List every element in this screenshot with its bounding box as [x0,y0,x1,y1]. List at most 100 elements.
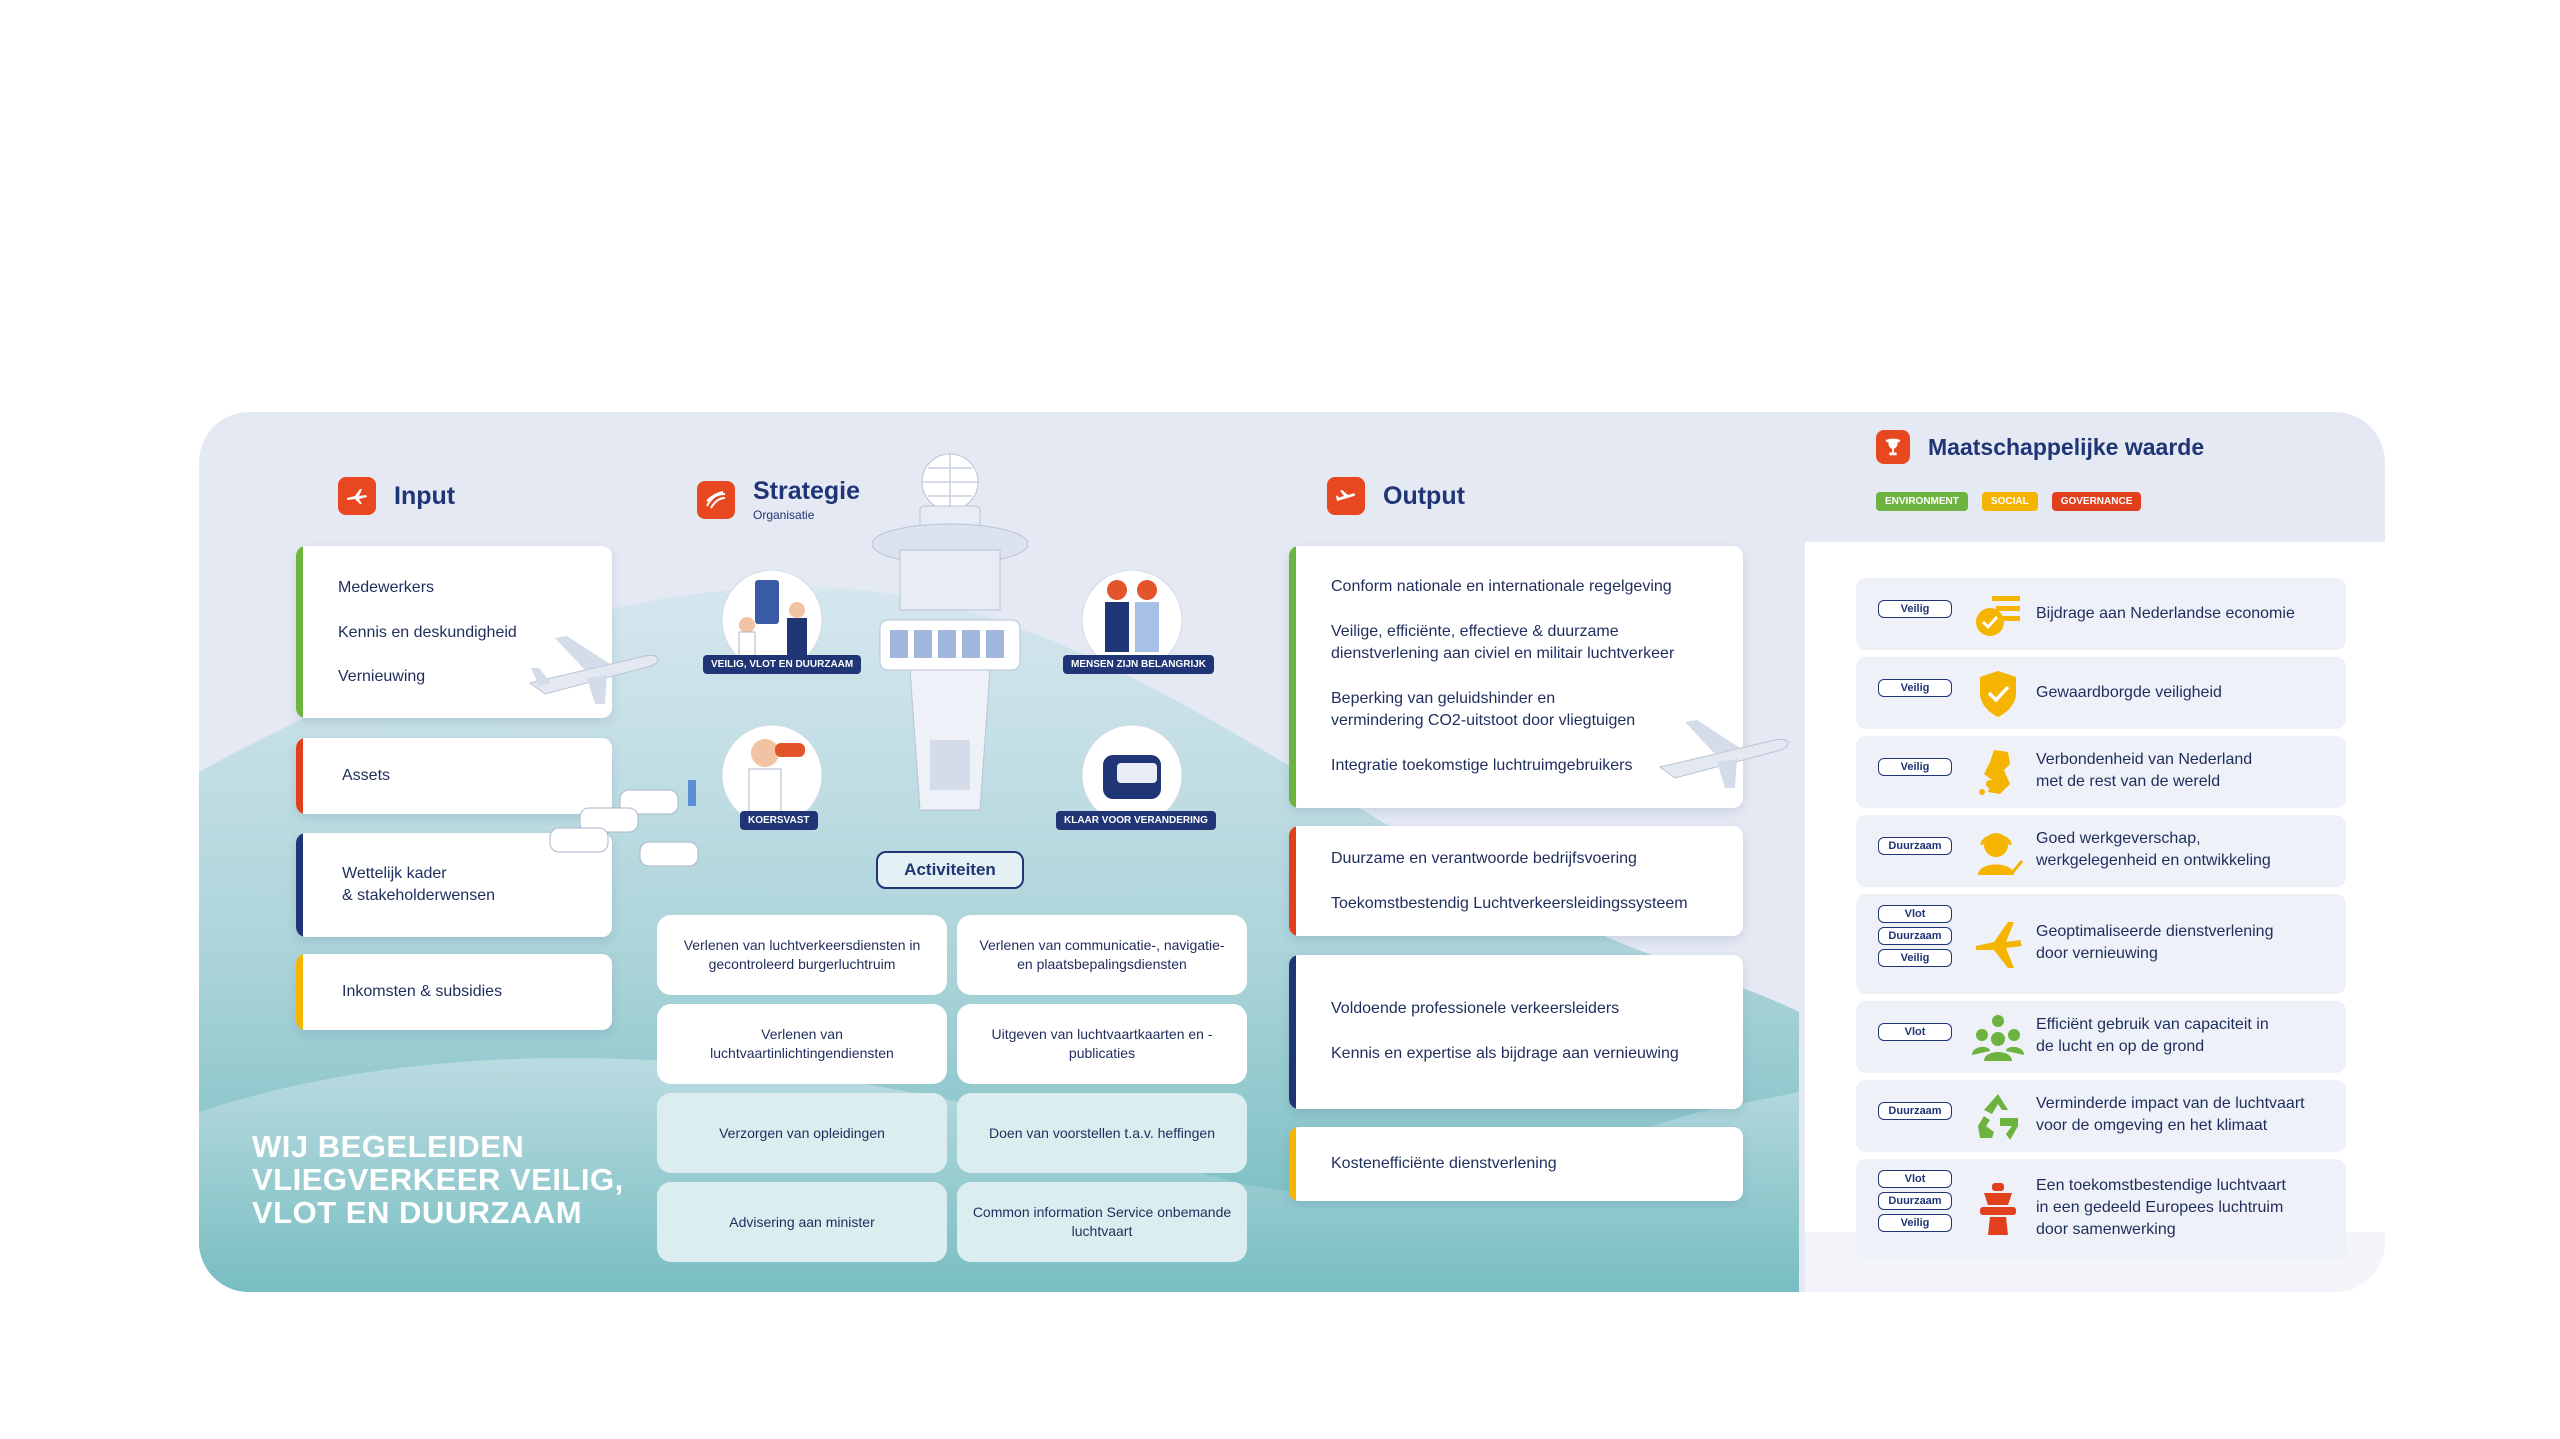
strategy-circle-3 [721,725,823,825]
plane-icon [338,477,376,515]
strategy-icon [697,480,735,519]
activity-item: Doen van voorstellen t.a.v. heffingen [957,1093,1247,1173]
activiteiten-label: Activiteiten [876,851,1024,889]
output-card-4: Kostenefficiënte dienstverlening [1289,1127,1743,1201]
value-text: Geoptimaliseerde dienstverlening [2036,923,2274,940]
value-tag: Duurzaam [1878,1102,1952,1120]
maatschappelijk-title: Maatschappelijke waarde [1928,433,2205,460]
esg-tags: ENVIRONMENT SOCIAL GOVERNANCE [1876,492,2142,511]
value-text: Een toekomstbestendige luchtvaart [2036,1177,2286,1194]
value-text: Verbondenheid van Nederland [2036,751,2253,768]
control-tower-icon [1980,1183,2016,1235]
value-row: Duurzaam Verminderde impact van de lucht… [1856,1080,2346,1152]
input-item: & stakeholderwensen [342,887,495,904]
value-tag: Veilig [1878,949,1952,967]
input-item: Assets [342,767,391,784]
value-row: Vlot Duurzaam Veilig Geoptimaliseerde di… [1856,894,2346,994]
activity-item: Verlenen van luchtverkeersdiensten in ge… [657,915,947,995]
input-item: Wettelijk kader [342,865,447,882]
value-tag: Veilig [1878,600,1952,618]
value-tag: Veilig [1878,1214,1952,1232]
input-item: Kennis en deskundigheid [338,624,517,641]
value-tag: Vlot [1878,905,1952,923]
activity-item: Verlenen van communicatie-, navigatie- e… [957,915,1247,995]
slogan-line: VLOT EN DUURZAAM [252,1195,583,1230]
strategy-circle-2 [1081,570,1183,670]
output-item: dienstverlening aan civiel en militair l… [1331,645,1675,662]
value-text: Verminderde impact van de luchtvaart [2036,1095,2305,1112]
trophy-icon [1876,430,1910,464]
activity-item: Uitgeven van luchtvaartkaarten en -publi… [957,1004,1247,1084]
value-text: Efficiënt gebruik van capaciteit in [2036,1016,2269,1033]
value-row: Vlot Duurzaam Veilig Een toekomstbestend… [1856,1159,2346,1259]
value-tag: Duurzaam [1878,837,1952,855]
value-tag: Duurzaam [1878,927,1952,945]
output-item: Integratie toekomstige luchtruimgebruike… [1331,757,1633,774]
strategie-title: Strategie [753,477,860,505]
value-row: Vlot Efficiënt gebruik van capaciteit in… [1856,1001,2346,1073]
value-text: werkgelegenheid en ontwikkeling [2036,852,2271,869]
value-text: door samenwerking [2036,1221,2176,1238]
slogan-line: VLIEGVERKEER VEILIG, [252,1162,624,1197]
value-text: met de rest van de wereld [2036,773,2221,790]
airplane-icon [1976,922,2022,968]
output-item: Toekomstbestendig Luchtverkeersleidingss… [1331,895,1688,912]
value-row: Veilig Gewaardborgde veiligheid [1856,657,2346,729]
shield-check-icon [1980,671,2016,717]
maatschappelijk-header: Maatschappelijke waarde [1876,430,2204,464]
strategy-badge-3: KOERSVAST [740,811,818,830]
coins-check-icon [1976,596,2020,636]
people-network-icon [1972,1015,2024,1061]
value-text: Bijdrage aan Nederlandse economie [2036,605,2295,622]
value-tag: Duurzaam [1878,1192,1952,1210]
strategie-subtitle: Organisatie [753,508,815,522]
input-item: Inkomsten & subsidies [342,983,503,1000]
output-item: Veilige, efficiënte, effectieve & duurza… [1331,623,1619,640]
output-card-1: Conform nationale en internationale rege… [1289,546,1743,808]
value-row: Veilig Verbondenheid van Nederland met d… [1856,736,2346,808]
slogan: WIJ BEGELEIDEN VLIEGVERKEER VEILIG, VLOT… [252,1130,624,1229]
output-item: Conform nationale en internationale rege… [1331,578,1672,595]
output-item: Kennis en expertise als bijdrage aan ver… [1331,1045,1679,1062]
activity-item: Verzorgen van opleidingen [657,1093,947,1173]
tag-social: SOCIAL [1981,492,2038,511]
value-text: door vernieuwing [2036,945,2158,962]
netherlands-map-icon [1979,750,2010,795]
activity-item: Verlenen van luchtvaartinlichtingendiens… [657,1004,947,1084]
headset-person-icon [1978,833,2024,876]
airplane-illustration-2 [1658,720,1789,788]
input-item: Vernieuwing [338,668,426,685]
strategy-badge-2: MENSEN ZIJN BELANGRIJK [1063,655,1215,674]
strategy-badge-4: KLAAR VOOR VERANDERING [1056,811,1216,830]
tag-environment: ENVIRONMENT [1876,492,1968,511]
output-item: Beperking van geluidshinder en [1331,690,1556,707]
output-card-2: Duurzame en verantwoorde bedrijfsvoering… [1289,826,1743,936]
plane-takeoff-icon [1327,477,1365,515]
input-title: Input [394,481,456,510]
value-row: Veilig Bijdrage aan Nederlandse economie [1856,578,2346,650]
output-title: Output [1383,481,1465,510]
output-item: Kostenefficiënte dienstverlening [1331,1155,1557,1172]
value-text: in een gedeeld Europees luchtruim [2036,1199,2284,1216]
recycle-icon [1978,1094,2018,1140]
output-header: Output [1327,477,1465,515]
value-text: de lucht en op de grond [2036,1038,2205,1055]
tag-governance: GOVERNANCE [2051,492,2142,511]
input-card-income: Inkomsten & subsidies [296,954,612,1030]
output-card-3: Voldoende professionele verkeersleiders … [1289,955,1743,1109]
vehicles-illustration [549,780,699,867]
value-tag: Vlot [1878,1023,1952,1041]
input-header: Input [338,477,455,515]
value-text: Goed werkgeverschap, [2036,830,2201,847]
strategy-circle-4 [1081,725,1183,825]
airplane-illustration [528,636,659,704]
value-row: Duurzaam Goed werkgeverschap, werkgelege… [1856,815,2346,887]
control-tower-illustration [871,453,1029,811]
input-card-assets: Assets [296,738,612,814]
strategie-header: Strategie Organisatie [697,477,860,522]
activity-item: Advisering aan minister [657,1182,947,1262]
slogan-line: WIJ BEGELEIDEN [252,1129,525,1164]
output-item: Voldoende professionele verkeersleiders [1331,1000,1620,1017]
value-text: voor de omgeving en het klimaat [2036,1117,2268,1134]
activity-item: Common information Service onbemande luc… [957,1182,1247,1262]
